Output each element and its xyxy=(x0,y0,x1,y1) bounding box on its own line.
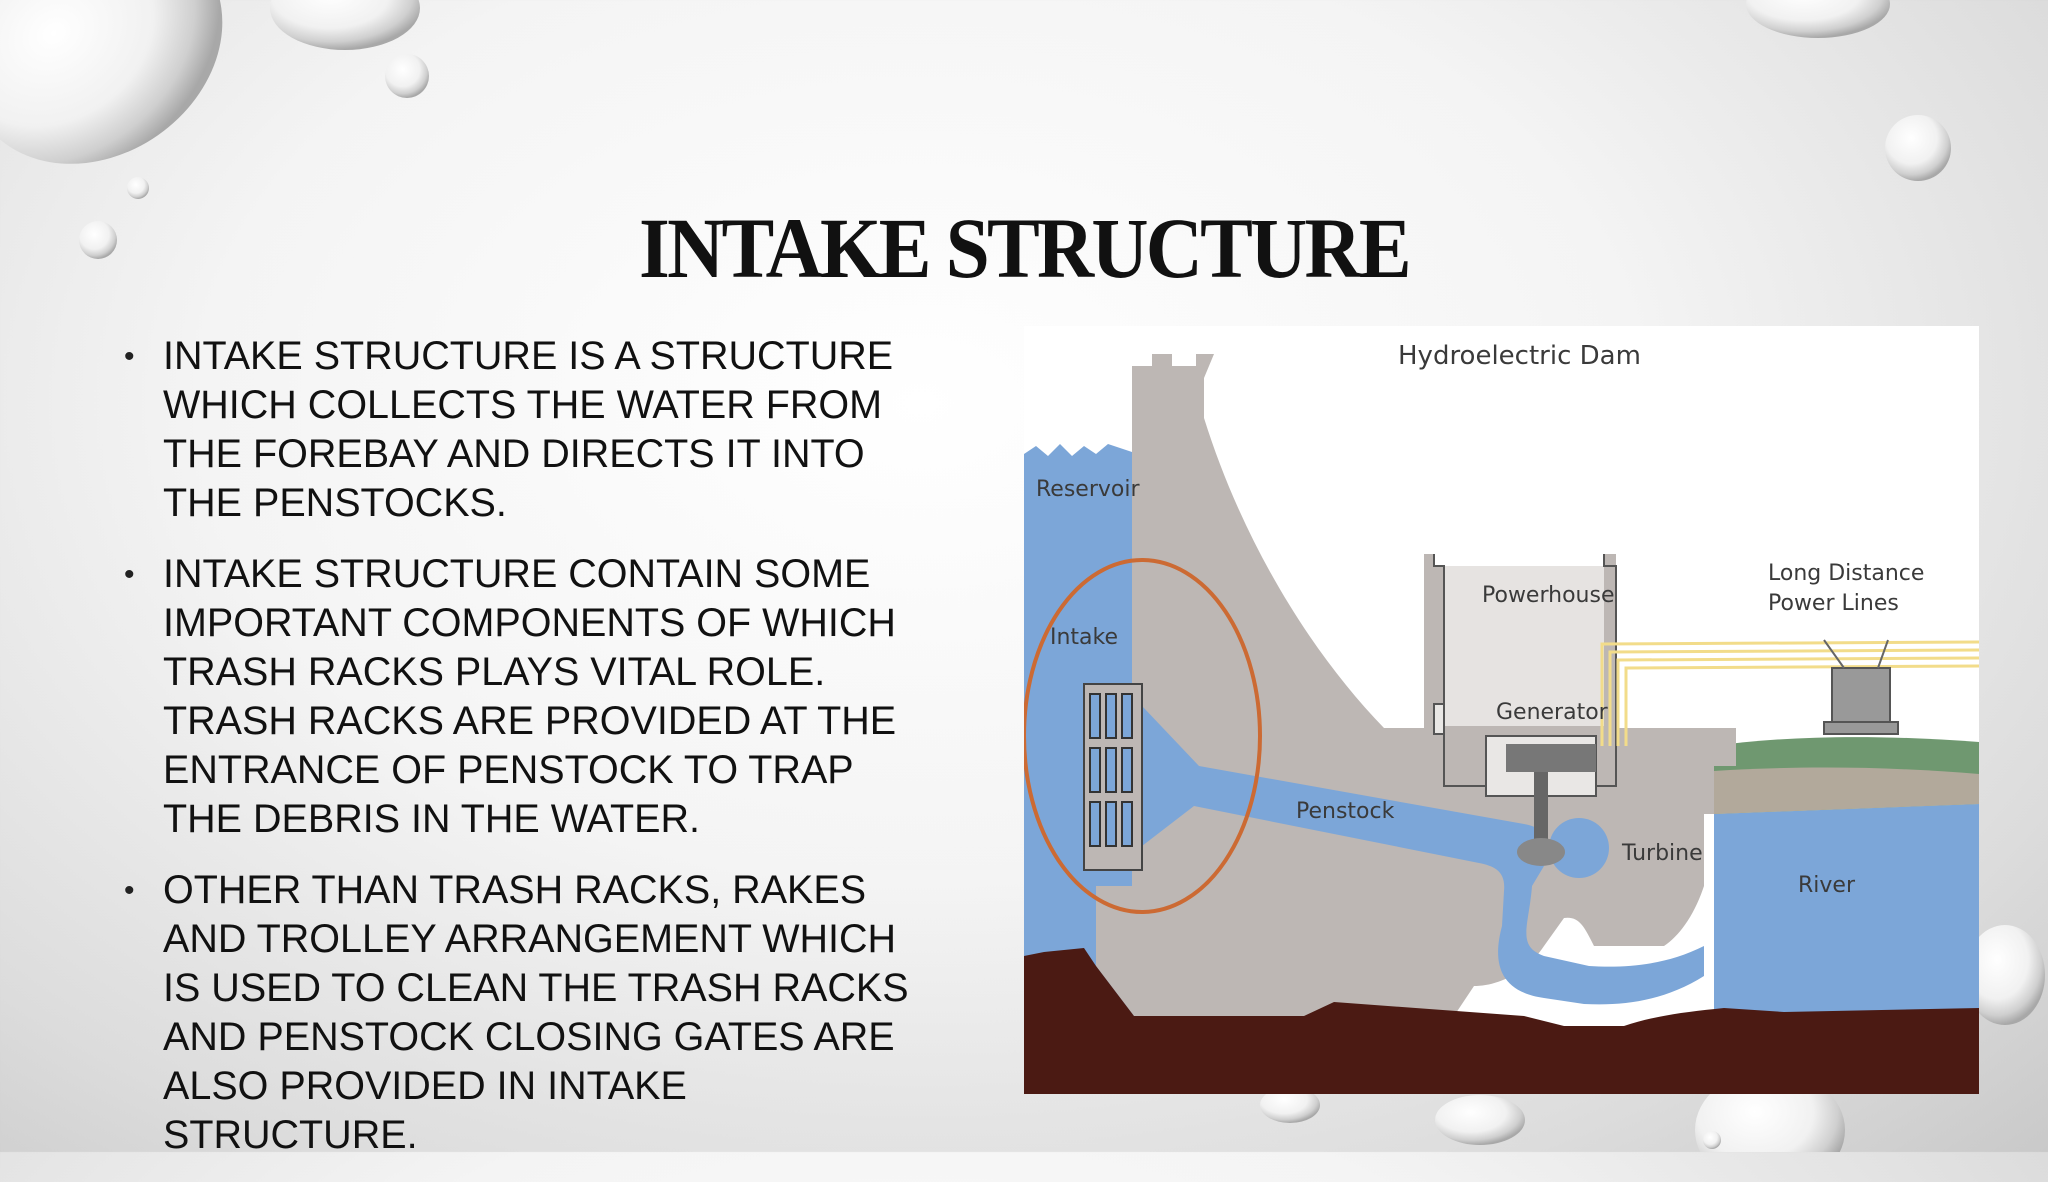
power-lines xyxy=(1600,640,1979,746)
bullet-marker: • xyxy=(124,340,135,373)
bullet-item: • INTAKE STRUCTURE IS A STRUCTURE WHICH C… xyxy=(120,332,930,528)
transformer xyxy=(1823,639,1899,735)
label-river: River xyxy=(1798,873,1856,898)
turbine-shaft xyxy=(1534,772,1548,842)
bullet-list: • INTAKE STRUCTURE IS A STRUCTURE WHICH C… xyxy=(120,332,930,1182)
label-turbine: Turbine xyxy=(1621,841,1703,866)
label-power-lines-2: Power Lines xyxy=(1768,591,1899,616)
diagram-title: Hydroelectric Dam xyxy=(1398,341,1641,371)
label-intake: Intake xyxy=(1050,625,1118,650)
generator-rotor xyxy=(1506,744,1596,772)
turbine-housing xyxy=(1549,818,1609,878)
bullet-text: INTAKE STRUCTURE IS A STRUCTURE WHICH CO… xyxy=(163,334,894,525)
bullet-item: • INTAKE STRUCTURE CONTAIN SOME IMPORTANT… xyxy=(120,550,930,844)
bullet-marker: • xyxy=(124,558,135,591)
bullet-marker: • xyxy=(124,874,135,907)
intake-highlight-ellipse xyxy=(1024,558,1262,914)
dam-illustration: Hydroelectric Dam Reservoir Intake Power… xyxy=(1024,341,1979,1094)
powerhouse-room xyxy=(1444,566,1604,726)
label-powerhouse: Powerhouse xyxy=(1482,583,1614,608)
bullet-item: • OTHER THAN TRASH RACKS, RAKES AND TROLL… xyxy=(120,866,930,1160)
ground xyxy=(1024,948,1979,1094)
river-water xyxy=(1714,804,1979,1016)
trash-rack-bars xyxy=(1089,693,1133,847)
bullet-text: INTAKE STRUCTURE CONTAIN SOME IMPORTANT … xyxy=(163,552,897,841)
label-reservoir: Reservoir xyxy=(1036,477,1140,502)
hydroelectric-dam-diagram: Hydroelectric Dam Reservoir Intake Power… xyxy=(1024,326,1979,1094)
powerhouse-outline xyxy=(1433,554,1617,787)
slide-title: INTAKE STRUCTURE xyxy=(639,199,1412,296)
riverbank-stones xyxy=(1714,767,1979,814)
penstock-pipe xyxy=(1142,706,1704,1005)
label-power-lines-1: Long Distance xyxy=(1768,561,1924,586)
dam-gate xyxy=(1433,703,1445,735)
dam-body xyxy=(1096,354,1736,1016)
label-penstock: Penstock xyxy=(1296,799,1395,824)
turbine-runner xyxy=(1517,838,1565,866)
bullet-text: OTHER THAN TRASH RACKS, RAKES AND TROLLE… xyxy=(163,868,909,1157)
label-generator: Generator xyxy=(1496,700,1609,725)
